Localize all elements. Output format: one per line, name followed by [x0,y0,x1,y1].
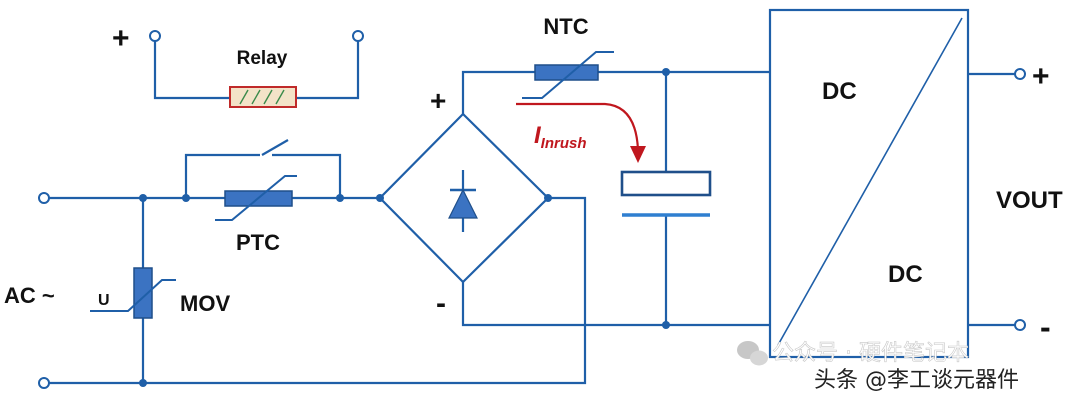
ptc-thermistor [215,175,297,221]
dc-input-label: DC [822,78,857,105]
junction-dot [336,194,344,202]
inrush-current-label: IInrush [534,122,587,152]
junction-dot [139,194,147,202]
mov-varistor [90,267,176,319]
inrush-main: I [534,122,542,149]
bulk-capacitor [620,170,712,217]
relay-wire-right [296,40,360,100]
junction-dot [662,68,670,76]
bridge-diode [448,170,478,232]
junction-dot [662,321,670,329]
watermark-line2: 头条 @李工谈元器件 [814,368,1019,393]
plus-label-top-left: + [112,22,130,55]
u-label: U [98,292,110,309]
ptc-label: PTC [236,230,280,255]
bypass-switch-blade [261,139,289,156]
junction-dot [376,194,384,202]
bridge-minus-label: - [436,287,446,320]
junctions [139,68,670,387]
watermark: 公众号 · 硬件笔记本 头条 @李工谈元器件 [737,341,1019,393]
junction-dot [544,194,552,202]
inrush-subscript: Inrush [541,135,587,152]
relay-label: Relay [237,48,288,69]
bridge-plus-wire [461,70,535,114]
ac-label: AC ~ [4,283,55,308]
terminal-vout-minus [1014,319,1026,331]
junction-dot [139,379,147,387]
inrush-arrow [516,102,646,163]
wechat-icon [737,341,768,366]
relay-coil-windings [239,89,285,105]
ntc-label: NTC [543,14,588,39]
junction-dot [182,194,190,202]
bypass-switch-right [272,153,342,198]
mov-label: MOV [180,291,230,316]
terminal-ac-top [38,192,50,204]
terminals [38,30,1026,389]
vout-plus-label: + [1032,60,1050,93]
terminal-relay-left [149,30,161,42]
watermark-line1: 公众号 · 硬件笔记本 [772,341,969,366]
terminal-ac-bottom [38,377,50,389]
terminal-vout-plus [1014,68,1026,80]
dc-dc-converter [768,8,970,359]
ntc-thermistor [522,51,614,99]
bridge-plus-label: + [430,85,446,116]
relay-wire-left [153,40,230,100]
relay-coil [229,86,297,108]
dc-output-label: DC [888,261,923,288]
vout-minus-label: - [1040,309,1051,345]
vout-label: VOUT [996,187,1063,214]
ac-line-bottom [48,196,587,385]
bypass-switch-left [184,153,260,198]
bridge-minus-wire [461,282,770,327]
terminal-relay-right [352,30,364,42]
